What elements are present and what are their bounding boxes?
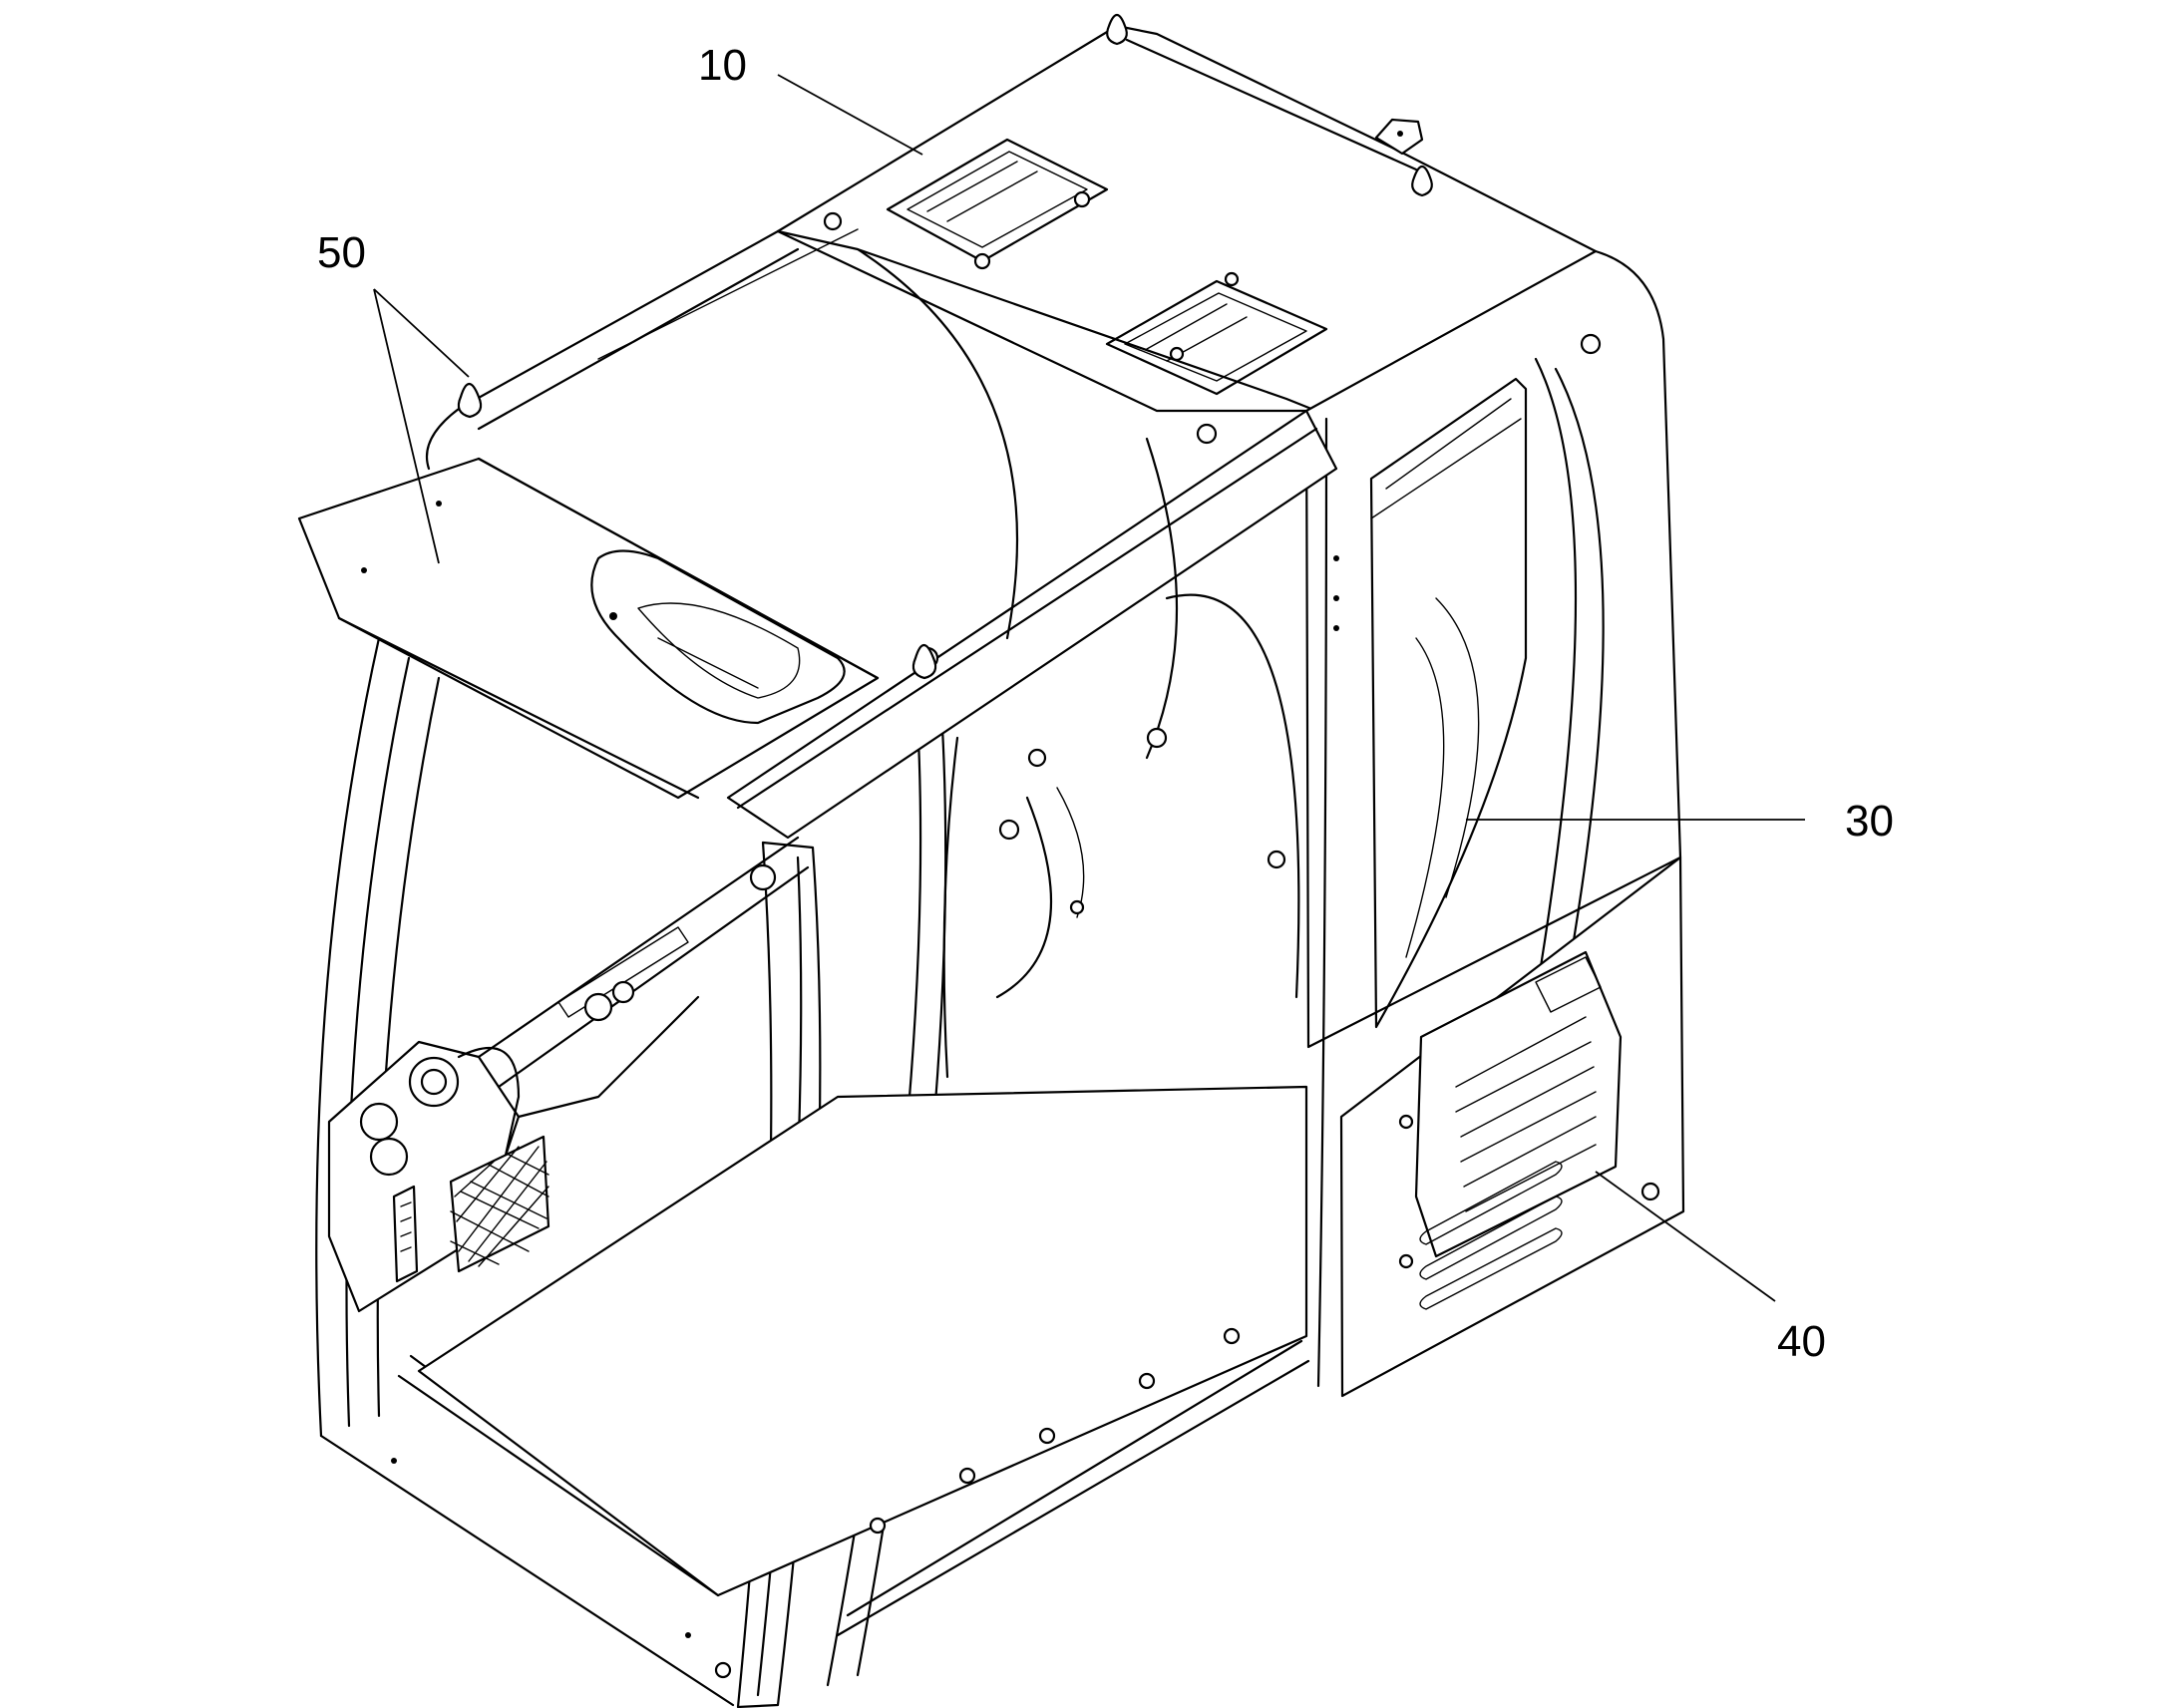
air-conditioner-unit: [1398, 950, 1660, 1310]
left-console: [327, 836, 810, 1313]
leader-lines: [373, 74, 1805, 1302]
ref-label-30: 30: [1845, 797, 1894, 846]
roof-panel: [776, 13, 1598, 445]
sun-visor: [297, 382, 937, 800]
rear-interior-wall: [425, 228, 1300, 1079]
ref-label-50: 50: [317, 228, 366, 277]
ref-label-10: 10: [698, 41, 747, 90]
ref-label-40: 40: [1777, 1317, 1826, 1366]
front-window-frame: [315, 409, 1338, 1708]
